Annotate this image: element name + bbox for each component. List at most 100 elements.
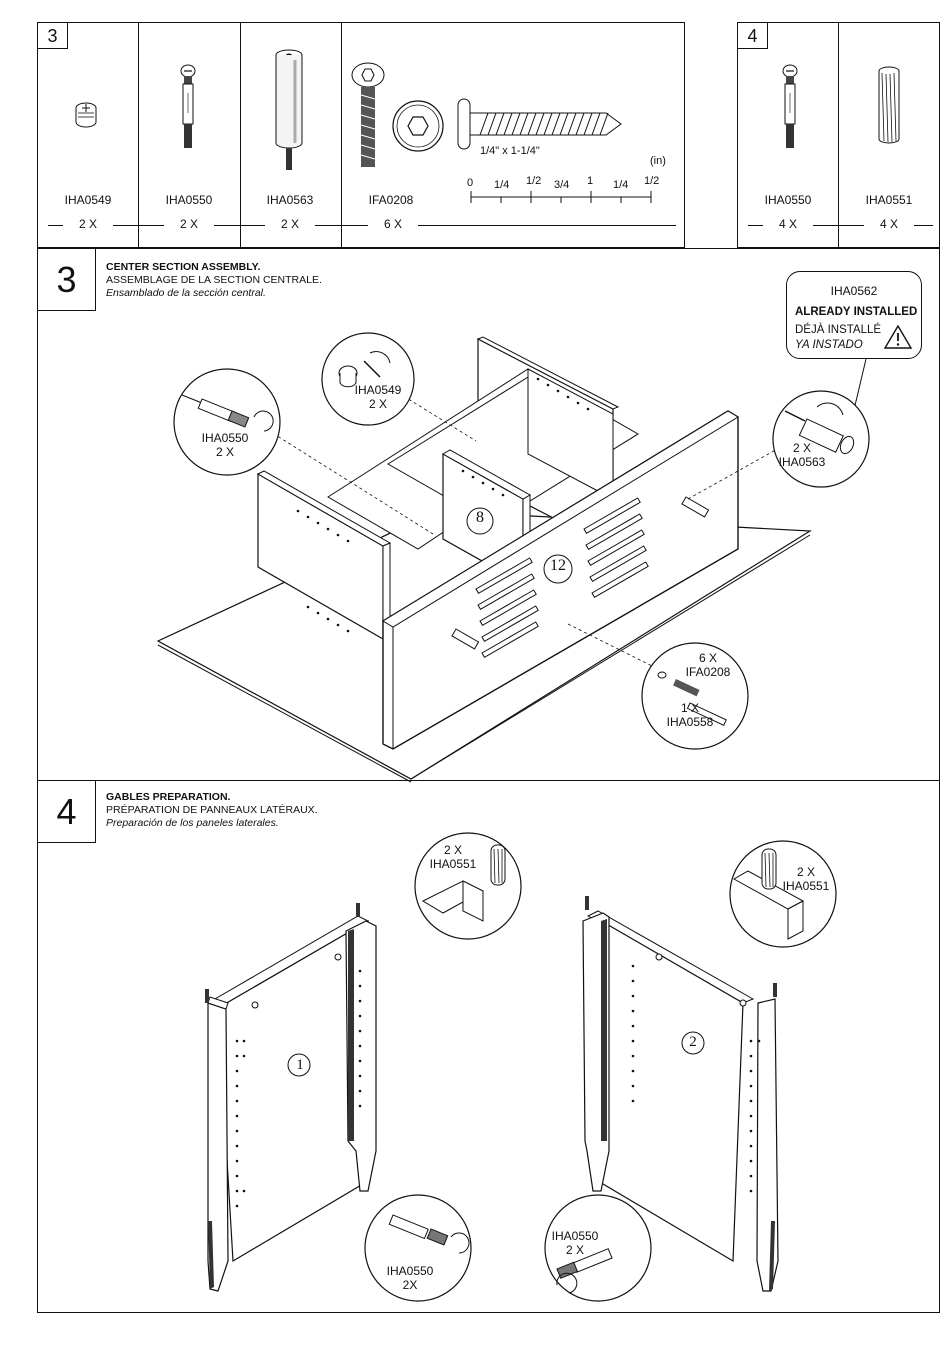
divider [240,23,241,247]
dowel-callout-code: IHA0563 [778,455,826,469]
part-qty: 2 X [63,217,113,231]
dowel-callout-right-qty: 2 X [796,865,815,879]
cam-lock-icon [75,102,97,128]
ruler-unit: (in) [650,155,666,167]
ruler-label: 1/4 [494,179,510,191]
part-code: IHA0550 [764,193,812,207]
part-qty: 2 X [164,217,214,231]
qty-rule [48,225,676,226]
installed-en: ALREADY INSTALLED [795,306,918,318]
panel-number-2: 2 [689,1034,697,1050]
bolt-callout-left-qty: 2X [402,1278,418,1292]
step-number: 3 [38,249,96,311]
divider [138,23,139,247]
bolt-callout-right-code: IHA0550 [551,1229,599,1243]
installed-part-code: IHA0562 [830,284,878,298]
screw-icon [351,62,385,167]
dowel-callout-right [729,840,837,948]
connector-bolt-icon [782,64,798,148]
step-number: 4 [38,781,96,843]
ruler-label: 1/2 [644,175,660,187]
ruler-label: 1 [587,175,594,187]
title-en: CENTER SECTION ASSEMBLY. [106,261,261,273]
dowel-sleeve-icon [275,49,303,170]
ruler-label: 3/4 [554,179,570,191]
bolt-callout-right-qty: 2 X [565,1243,584,1257]
bolt-callout-left-label: IHA0550 2X [378,1264,442,1292]
center-section-illustration [156,336,814,783]
screw-callout-qty: 6 X [698,651,717,665]
title-en: GABLES PREPARATION. [106,791,231,803]
part-code: IHA0563 [266,193,314,207]
qty-rule [748,225,933,226]
left-gable-illustration [205,903,377,1292]
title-es: Preparación de los paneles laterales. [106,817,279,829]
dowel-callout-right-code: IHA0551 [782,879,830,893]
part-qty: 4 X [763,217,813,231]
dowel-callout-left-qty: 2 X [443,843,462,857]
installed-fr: DÉJÀ INSTALLÉ [795,324,882,336]
panel-number-1: 1 [296,1057,304,1073]
step3-section: 3 CENTER SECTION ASSEMBLY. ASSEMBLAGE DE… [37,248,940,783]
divider [838,23,839,247]
panel-number-12: 12 [550,557,566,574]
bolt-callout-label: IHA0550 2 X [190,431,260,459]
bolt-callout-code: IHA0550 [201,431,249,445]
hardware-step-number: 3 [38,23,68,49]
step4-section: 4 GABLES PREPARATION. PRÉPARATION DE PAN… [37,780,940,1313]
screw-head-icon [392,100,444,152]
already-installed-box: IHA0562 ALREADY INSTALLED DÉJÀ INSTALLÉ … [786,271,922,359]
hardware-box-step4: 4 IHA0550 IHA0551 4 X 4 X [737,22,940,248]
dowel-callout-left-code: IHA0551 [429,857,477,871]
step-title: CENTER SECTION ASSEMBLY. ASSEMBLAGE DE L… [106,261,322,300]
dowel-callout-label: 2 X IHA0563 [770,441,834,469]
ruler-scale [470,191,652,203]
ruler-label: 1/2 [526,175,542,187]
dowel-callout-right-label: 2 X IHA0551 [776,865,836,893]
part-code: IHA0551 [865,193,913,207]
bolt-callout-left-code: IHA0550 [386,1264,434,1278]
screw-callout-label-top: 6 X IFA0208 [676,651,740,679]
hardware-step-number: 4 [738,23,768,49]
bolt-callout-right [544,1194,652,1302]
part-qty: 4 X [864,217,914,231]
bolt-callout-left [364,1194,472,1302]
dowel-callout-qty: 2 X [792,441,811,455]
part-code: IFA0208 [368,193,414,207]
screw-actual-size-icon [457,98,622,150]
title-es: Ensamblado de la sección central. [106,287,266,299]
ruler-label: 0 [467,177,474,189]
cam-callout-qty: 2 X [368,397,387,411]
part-qty: 6 X [368,217,418,231]
hardware-box-step3: 3 [37,22,685,248]
right-gable-illustration [582,896,779,1292]
screw-callout-code: IFA0208 [685,665,731,679]
bolt-callout-right-label: IHA0550 2 X [543,1229,607,1257]
warning-icon [883,324,913,349]
dowel-callout [772,390,870,488]
dowel-callout-left [414,832,522,940]
dowel-callout-left-label: 2 X IHA0551 [423,843,483,871]
ruler-label: 1/4 [613,179,629,191]
title-fr: PRÉPARATION DE PANNEAUX LATÉRAUX. [106,804,318,816]
part-qty: 2 X [265,217,315,231]
panel-number-8: 8 [476,509,484,526]
screw-size-label: 1/4" x 1-1/4" [480,145,540,157]
connector-bolt-icon [180,64,196,148]
cam-callout [321,332,415,426]
bolt-callout [173,368,281,476]
screw-callout [641,642,749,750]
step-title: GABLES PREPARATION. PRÉPARATION DE PANNE… [106,791,318,830]
divider [341,23,342,247]
wood-dowel-icon [878,66,900,144]
cam-callout-code: IHA0549 [354,383,402,397]
tool-callout-qty: 1 X [680,701,699,715]
installed-es: YA INSTADO [795,339,863,351]
part-code: IHA0550 [165,193,213,207]
bolt-callout-qty: 2 X [215,445,234,459]
cam-callout-label: IHA0549 2 X [348,383,408,411]
screw-callout-label-bottom: 1 X IHA0558 [658,701,722,729]
part-code: IHA0549 [64,193,112,207]
title-fr: ASSEMBLAGE DE LA SECTION CENTRALE. [106,274,322,286]
tool-callout-code: IHA0558 [666,715,714,729]
